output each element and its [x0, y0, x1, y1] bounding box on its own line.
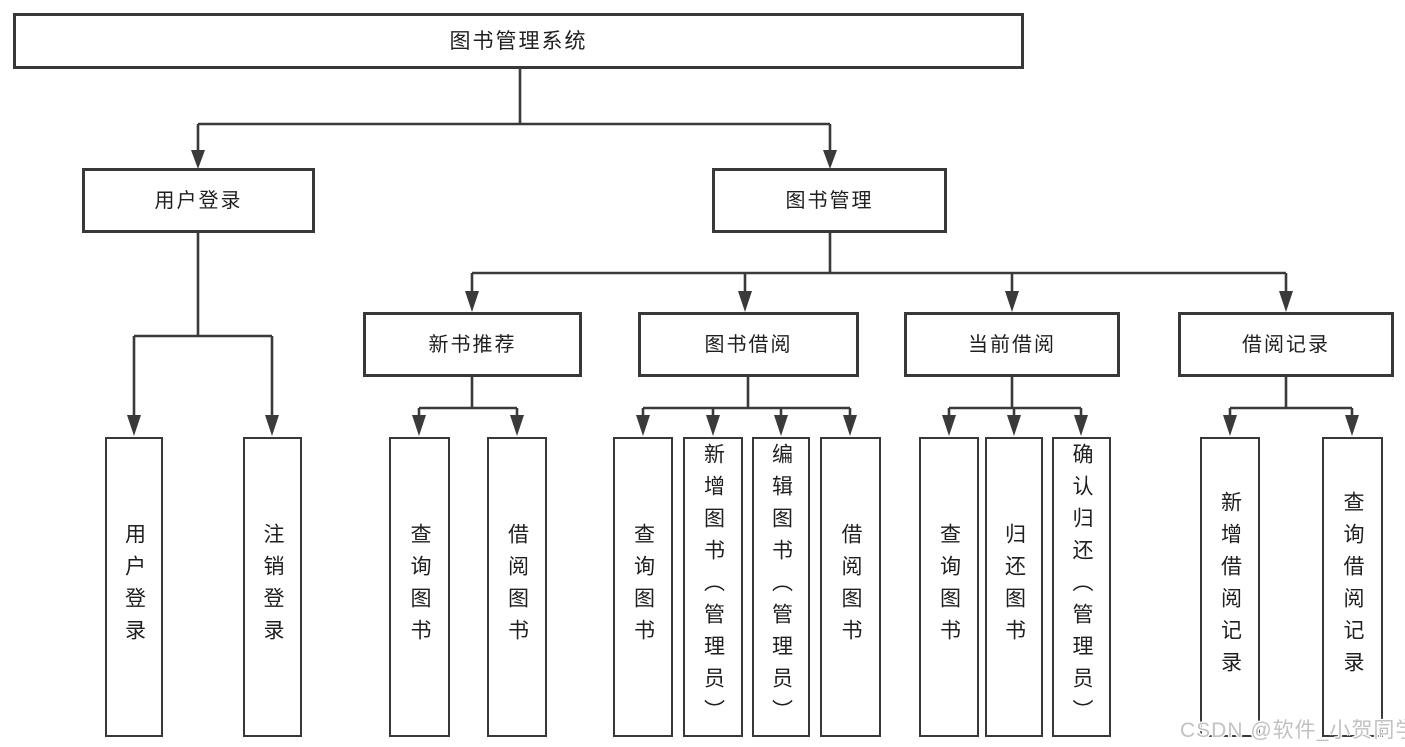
- leaf-login: 用户登录: [105, 437, 163, 737]
- node-current-borrow: 当前借阅: [904, 312, 1120, 377]
- connector-current-borrow-to-leaves: [942, 377, 1088, 436]
- leaf-current-confirm-return-label: 确认归还（管理员）: [1070, 443, 1093, 731]
- node-user-login: 用户登录: [82, 168, 315, 233]
- node-root: 图书管理系统: [13, 13, 1024, 69]
- leaf-borrow-borrow-book: 借阅图书: [820, 437, 881, 737]
- leaf-borrow-add-book: 新增图书（管理员）: [683, 437, 743, 737]
- node-root-label: 图书管理系统: [449, 29, 588, 53]
- leaf-current-query-book-label: 查询图书: [937, 523, 961, 651]
- leaf-borrow-edit-book: 编辑图书（管理员）: [752, 437, 810, 737]
- leaf-logout-label: 注销登录: [261, 523, 284, 651]
- leaf-borrow-edit-book-label: 编辑图书（管理员）: [769, 443, 793, 731]
- leaf-login-label: 用户登录: [122, 523, 146, 651]
- leaf-records-add-record-label: 新增借阅记录: [1218, 491, 1242, 683]
- leaf-records-query-record-label: 查询借阅记录: [1341, 491, 1364, 683]
- leaf-current-query-book: 查询图书: [919, 437, 979, 737]
- leaf-recommend-borrow-book: 借阅图书: [487, 437, 547, 737]
- node-user-login-label: 用户登录: [154, 189, 243, 212]
- leaf-current-return-book-label: 归还图书: [1002, 523, 1026, 651]
- leaf-logout: 注销登录: [243, 437, 302, 737]
- connector-new-book-recommend-to-leaves: [412, 377, 524, 436]
- node-new-book-recommend: 新书推荐: [363, 312, 582, 377]
- node-new-book-recommend-label: 新书推荐: [428, 333, 517, 356]
- connector-user-login-to-leaves: [127, 233, 279, 436]
- connector-book-management-to-level3: [465, 233, 1293, 312]
- leaf-recommend-borrow-book-label: 借阅图书: [505, 523, 529, 651]
- leaf-borrow-add-book-label: 新增图书（管理员）: [701, 443, 725, 731]
- leaf-recommend-query-book: 查询图书: [389, 437, 450, 737]
- node-borrow-records: 借阅记录: [1178, 312, 1394, 377]
- node-book-management: 图书管理: [712, 168, 947, 233]
- leaf-current-confirm-return: 确认归还（管理员）: [1052, 437, 1111, 737]
- node-current-borrow-label: 当前借阅: [968, 333, 1056, 356]
- node-borrow-records-label: 借阅记录: [1242, 333, 1330, 356]
- connector-book-borrow-to-leaves: [636, 377, 857, 436]
- node-book-management-label: 图书管理: [785, 189, 874, 212]
- connector-borrow-records-to-leaves: [1223, 377, 1359, 436]
- csdn-watermark: CSDN @软件_小贺同学: [1180, 719, 1405, 742]
- leaf-current-return-book: 归还图书: [985, 437, 1043, 737]
- connector-root-to-level2: [191, 69, 837, 169]
- node-book-borrow: 图书借阅: [638, 312, 859, 377]
- leaf-borrow-query-book-label: 查询图书: [631, 523, 655, 651]
- node-book-borrow-label: 图书借阅: [704, 333, 793, 356]
- leaf-borrow-query-book: 查询图书: [613, 437, 673, 737]
- leaf-records-query-record: 查询借阅记录: [1322, 437, 1383, 737]
- leaf-borrow-borrow-book-label: 借阅图书: [839, 523, 862, 651]
- leaf-records-add-record: 新增借阅记录: [1200, 437, 1260, 737]
- leaf-recommend-query-book-label: 查询图书: [408, 523, 431, 651]
